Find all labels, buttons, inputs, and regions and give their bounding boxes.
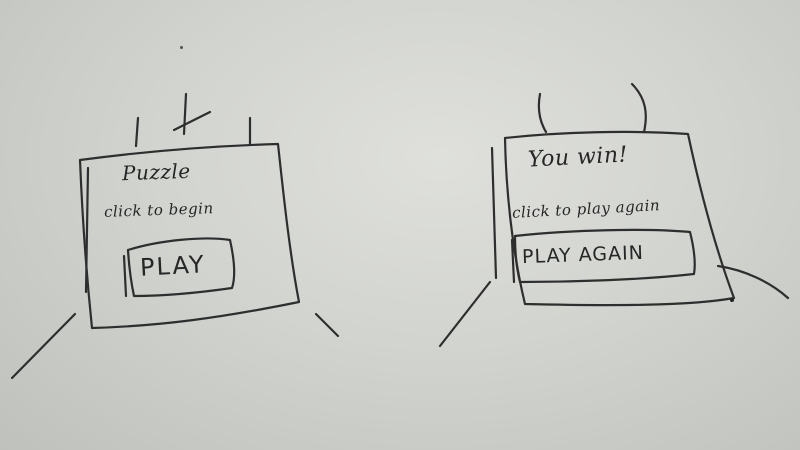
win-screen-device	[438, 82, 790, 348]
play-again-button-outline	[513, 228, 696, 284]
win-leg-right	[716, 264, 790, 300]
start-screen-instruction: click to begin	[103, 199, 214, 221]
start-screen-frame	[78, 142, 301, 330]
start-antenna-flag	[172, 110, 212, 132]
start-antenna-left	[134, 116, 140, 148]
play-button-outline	[126, 237, 236, 298]
play-again-button-bracket	[510, 238, 516, 284]
start-leg-right	[314, 312, 340, 338]
win-antenna-left	[537, 92, 548, 134]
start-screen-title: Puzzle	[121, 158, 192, 186]
play-button-bracket	[122, 254, 128, 298]
start-screen-device	[10, 92, 340, 380]
start-antenna-middle	[182, 92, 188, 136]
win-screen-title: You win!	[527, 142, 629, 173]
start-screen-left-edge	[84, 166, 90, 294]
play-again-button[interactable]: PLAY AGAIN	[521, 241, 645, 269]
pencil-dot	[730, 298, 734, 302]
play-button[interactable]: PLAY	[139, 250, 207, 282]
pencil-dot	[180, 46, 183, 49]
win-antenna-right	[630, 82, 647, 134]
start-leg-left	[10, 312, 77, 380]
win-leg-left	[438, 280, 492, 348]
win-screen-left-edge	[490, 146, 498, 280]
